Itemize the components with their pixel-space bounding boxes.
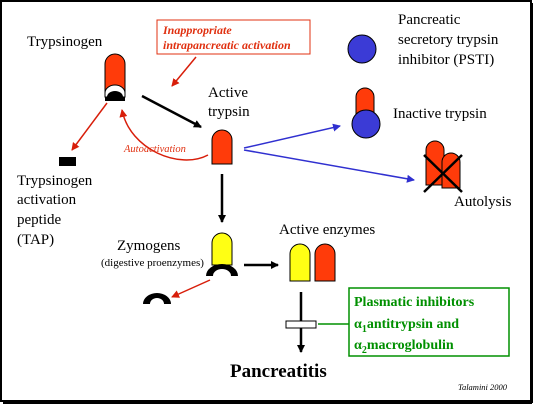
active-enzymes-label: Active enzymes [279,222,375,238]
activation-note-line1: Inappropriate [162,23,232,37]
active-trypsin-line2: trypsin [208,104,250,120]
psti-circle [347,34,377,64]
zymogen-shape [206,232,238,276]
inhibitors-line1: Plasmatic inhibitors [354,295,475,310]
psti-label-line2: secretory trypsin [398,32,499,48]
cleaved-peptide [143,293,171,304]
autoactivation-label: Autoactivation [123,144,186,155]
zymogens-sublabel: (digestive proenzymes) [101,257,204,269]
cleavage-arrow [171,279,211,298]
autolysis-label: Autolysis [454,194,512,210]
inhibition-arrow [243,123,341,149]
credit-text: Talamini 2000 [458,382,508,392]
inhibition-bar [285,320,317,329]
inactive-trypsin-label: Inactive trypsin [393,106,487,122]
inhibitors-line2: α1antitrypsin and [354,317,459,335]
tap-label-line3: peptide [17,212,61,228]
inhibitors-line3: α2macroglobulin [354,338,454,356]
trypsinogen-label: Trypsinogen [27,34,103,50]
trypsinogen-shape [104,53,126,101]
autolysis-shape [423,140,463,193]
zymogens-label: Zymogens [117,238,180,254]
tap-block [59,157,76,166]
tap-arrow [71,102,108,151]
activation-note-box [156,19,311,55]
activation-note-line2: intrapancreatic activation [163,38,291,52]
inactive-trypsin-shape [351,87,381,139]
active-enzymes-shape [289,243,336,282]
autolysis-arrow [243,149,415,183]
autoactivation-arrow [119,109,209,161]
active-trypsin-line1: Active [208,85,248,101]
tap-label-line1: Trypsinogen [17,173,93,189]
psti-label-line3: inhibitor (PSTI) [398,52,494,68]
psti-label-line1: Pancreatic [398,12,461,28]
active-trypsin-shape [211,129,233,165]
tap-label-line4: (TAP) [17,232,54,248]
pancreatitis-label: Pancreatitis [230,361,327,382]
inhibitors-box [348,287,510,357]
activation-note-arrow [171,56,197,87]
activation-arrow [141,94,202,129]
tap-label-line2: activation [17,192,77,208]
